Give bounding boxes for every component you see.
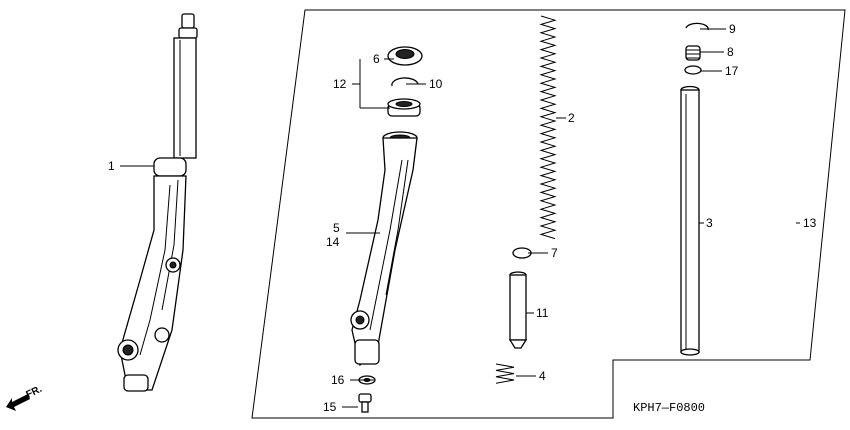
callout-9: 9 xyxy=(729,22,736,36)
part-9-stopper-ring xyxy=(685,22,709,31)
front-label: FR. xyxy=(24,384,43,401)
callout-17: 17 xyxy=(725,64,739,78)
part-12-oil-seal xyxy=(387,98,421,117)
callout-12: 12 xyxy=(333,77,347,91)
callout-16: 16 xyxy=(331,373,345,387)
part-8-fork-bolt xyxy=(685,45,701,61)
front-arrow-icon xyxy=(6,394,30,411)
diagram-code: KPH7—F0800 xyxy=(633,401,705,415)
part-11-fork-piston xyxy=(508,271,528,349)
callout-1: 1 xyxy=(108,159,115,173)
callout-15: 15 xyxy=(323,400,337,414)
callout-4: 4 xyxy=(539,369,546,383)
callout-7: 7 xyxy=(551,246,558,260)
callout-14: 14 xyxy=(326,235,340,249)
part-4-rebound-spring xyxy=(495,363,515,384)
part-2-fork-spring xyxy=(539,15,557,240)
part-5-fork-slider xyxy=(350,131,418,367)
callout-6: 6 xyxy=(373,52,380,66)
front-direction-indicator: FR. xyxy=(6,384,44,411)
callout-2: 2 xyxy=(568,111,575,125)
callout-3: 3 xyxy=(706,216,713,230)
part-17-o-ring xyxy=(684,65,702,75)
part-3-fork-pipe xyxy=(680,85,700,356)
part-10-circlip xyxy=(391,77,419,87)
kit-boundary-13 xyxy=(251,9,846,419)
callout-11: 11 xyxy=(536,306,549,320)
callout-8: 8 xyxy=(727,45,734,59)
part-6-dust-seal xyxy=(387,46,423,66)
callout-10: 10 xyxy=(429,77,443,91)
part-15-socket-bolt xyxy=(358,393,372,413)
callout-5: 5 xyxy=(333,221,340,235)
leader-lines xyxy=(120,28,800,408)
callout-13: 13 xyxy=(803,216,817,230)
callout-labels: 1 2 3 4 5 6 7 8 9 10 11 12 13 14 15 16 1… xyxy=(108,22,817,414)
part-1-fork-assembly xyxy=(117,13,198,392)
